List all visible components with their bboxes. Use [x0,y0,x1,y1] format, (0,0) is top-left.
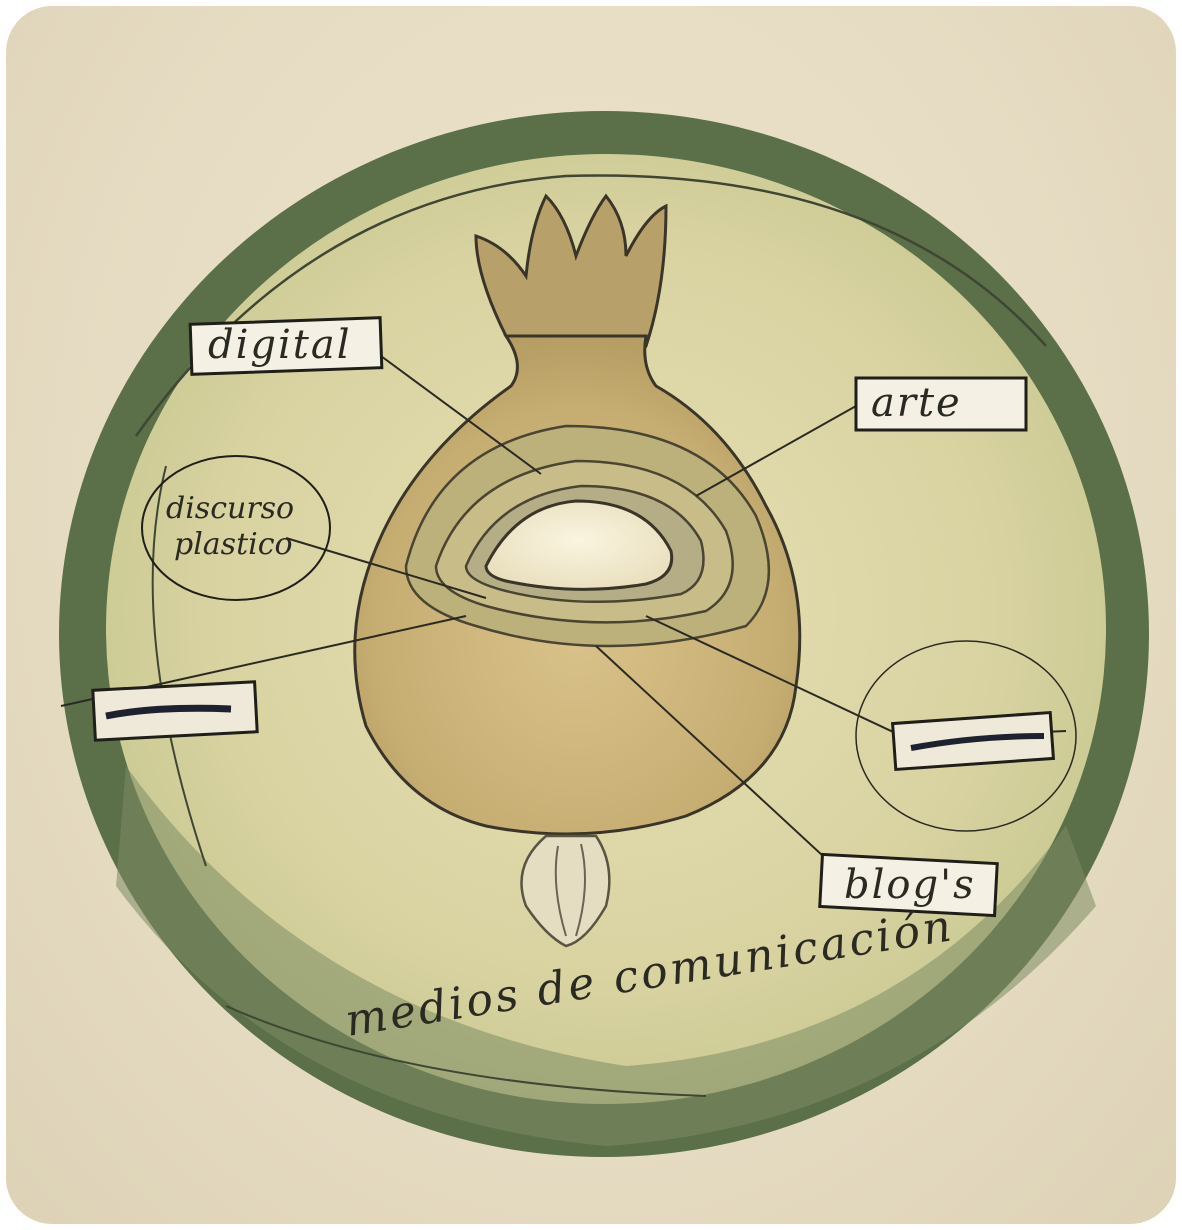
label-discurso-line2: plastico [174,527,293,562]
label-digital-text: digital [208,322,352,368]
label-discurso-line1: discurso [166,491,294,526]
onion-diagram: digital arte discurso plastico blog's me… [6,6,1176,1224]
label-blogs-text: blog's [844,862,976,908]
blank-tag-left [93,682,257,740]
painting-frame: digital arte discurso plastico blog's me… [6,6,1176,1224]
label-arte-text: arte [871,380,962,426]
label-digital: digital [190,318,382,375]
label-arte: arte [856,378,1026,430]
